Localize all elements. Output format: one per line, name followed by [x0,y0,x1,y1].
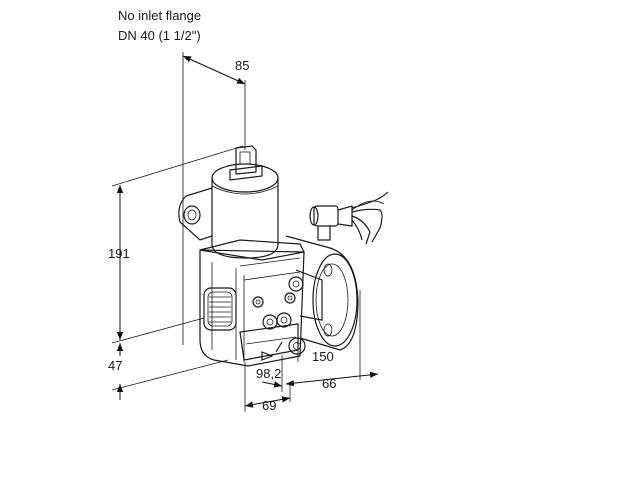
top-connector [229,145,263,181]
dimension-69: 69 [244,362,291,413]
dimension-85: 85 [182,52,249,345]
dimension-98-2-label: 98,2 [256,366,281,381]
dimension-191: 191 [108,145,244,344]
header-line-2: DN 40 (1 1/2") [118,28,201,43]
filter-grille [203,287,237,331]
dimension-66: 66 [285,371,379,391]
dimension-98-2: 98,2 [256,355,283,392]
header-line-1: No inlet flange [118,8,201,23]
dimension-191-label: 191 [108,246,130,261]
dimension-66-label: 66 [322,376,336,391]
valve-body [199,239,305,367]
solenoid-coil [178,163,279,259]
dimension-85-label: 85 [235,58,249,73]
dimension-69-label: 69 [262,398,276,413]
cable-connector [309,191,389,245]
outlet-flange [285,235,359,351]
valve-assembly [178,145,389,367]
screw-plugs [252,276,306,361]
dimension-150: 150 [297,290,361,380]
dimension-47: 47 [108,343,229,400]
dimension-47-label: 47 [108,358,122,373]
dimension-150-label: 150 [312,349,334,364]
